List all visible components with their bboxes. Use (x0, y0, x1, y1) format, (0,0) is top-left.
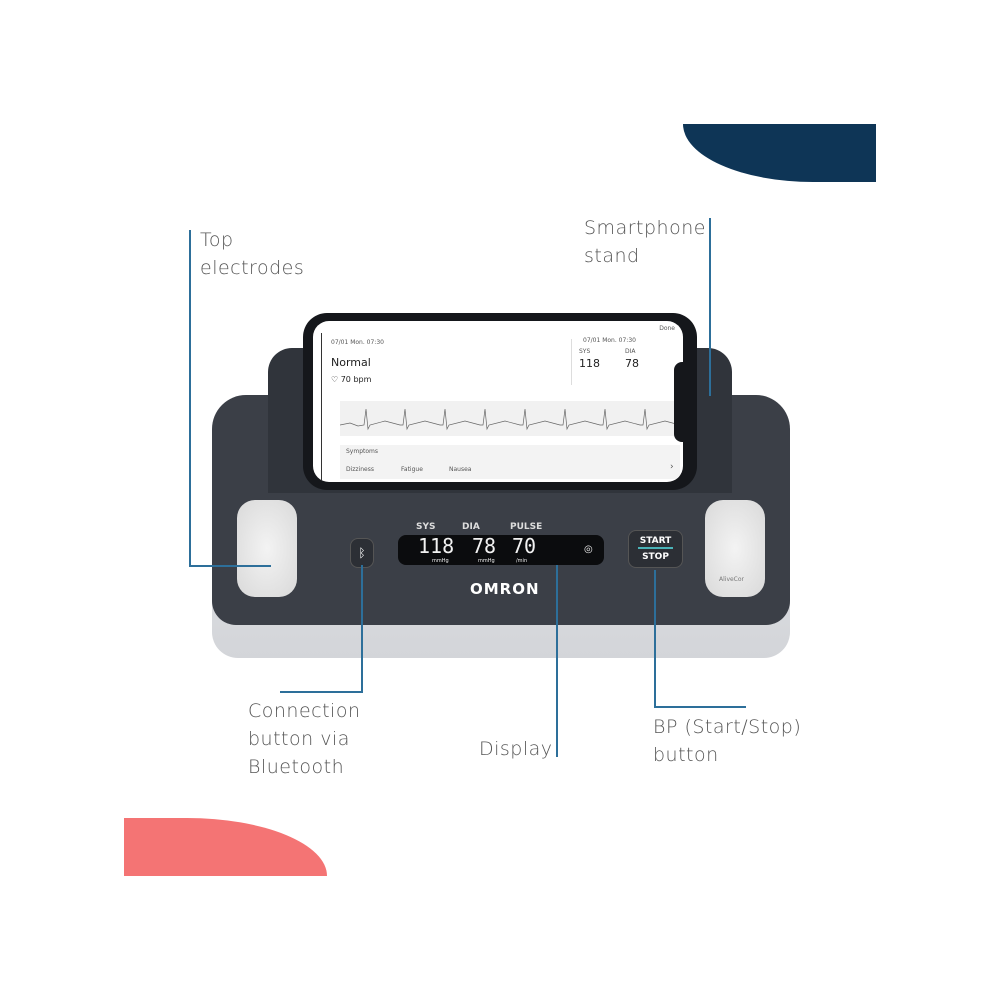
stop-label: STOP (642, 552, 669, 562)
dia-value: 78 (625, 357, 639, 370)
symptoms-panel (340, 445, 680, 479)
label-smartphone-stand: Smartphone stand (584, 217, 706, 267)
label-display: Display (479, 738, 553, 760)
alivecor-logo: AliveCor (719, 576, 745, 583)
left-electrode (237, 500, 297, 597)
leader-line (654, 570, 656, 708)
start-label: START (638, 536, 673, 549)
symptom-item: Dizziness (346, 466, 374, 473)
leader-line (189, 565, 271, 567)
decor-navy-shape (683, 124, 876, 182)
bluetooth-icon: ᛒ (358, 546, 366, 560)
bpm-unit: bpm (353, 375, 372, 384)
sys-reading: 118 (418, 534, 455, 558)
brand-logo: OMRON (470, 580, 540, 598)
sys-value: 118 (579, 357, 600, 370)
label-bp-button: BP (Start/Stop) button (653, 716, 802, 766)
leader-line (556, 565, 558, 757)
right-electrode: AliveCor (705, 500, 765, 597)
symptoms-title: Symptoms (346, 448, 379, 455)
stand-clip (674, 362, 696, 442)
ecg-time: 07/01 Mon. 07:30 (331, 339, 384, 346)
dia-label: DIA (625, 348, 636, 355)
status-icon: ◎ (584, 544, 593, 555)
leader-line (654, 706, 746, 708)
divider (571, 339, 572, 385)
symptom-item: Nausea (449, 466, 472, 473)
dia-reading: 78 (472, 534, 497, 558)
unit: mmHg (478, 558, 495, 564)
label-connection-button: Connection button via Bluetooth (248, 700, 361, 778)
chevron-right-icon[interactable]: › (670, 462, 674, 472)
bluetooth-button[interactable]: ᛒ (350, 538, 374, 568)
leader-line (189, 230, 191, 567)
unit: /min (516, 558, 528, 564)
decor-salmon-shape (124, 818, 327, 876)
leader-line (361, 565, 363, 693)
start-stop-button[interactable]: START STOP (628, 530, 683, 568)
smartphone: Done 07/01 Mon. 07:30 Normal ♡ 70 bpm 07… (303, 313, 697, 490)
bpm-row: ♡ 70 bpm (331, 375, 372, 384)
symptom-item: Fatigue (401, 466, 423, 473)
done-button[interactable]: Done (659, 325, 675, 332)
phone-screen: Done 07/01 Mon. 07:30 Normal ♡ 70 bpm 07… (313, 321, 683, 482)
ecg-trace (340, 401, 680, 436)
leader-line (709, 218, 711, 396)
label-top-electrodes: Top electrodes (200, 229, 305, 279)
lcd-display: 118 78 70 mmHg mmHg /min ◎ (398, 535, 604, 565)
pulse-label: PULSE (510, 522, 543, 532)
pulse-reading: 70 (512, 534, 537, 558)
unit: mmHg (432, 558, 449, 564)
dia-label: DIA (462, 522, 480, 532)
sys-label: SYS (416, 522, 436, 532)
bp-time: 07/01 Mon. 07:30 (583, 337, 636, 344)
divider (321, 333, 322, 482)
bpm-value: 70 (340, 375, 351, 384)
ecg-result: Normal (331, 356, 371, 369)
sys-label: SYS (579, 348, 591, 355)
leader-line (280, 691, 363, 693)
